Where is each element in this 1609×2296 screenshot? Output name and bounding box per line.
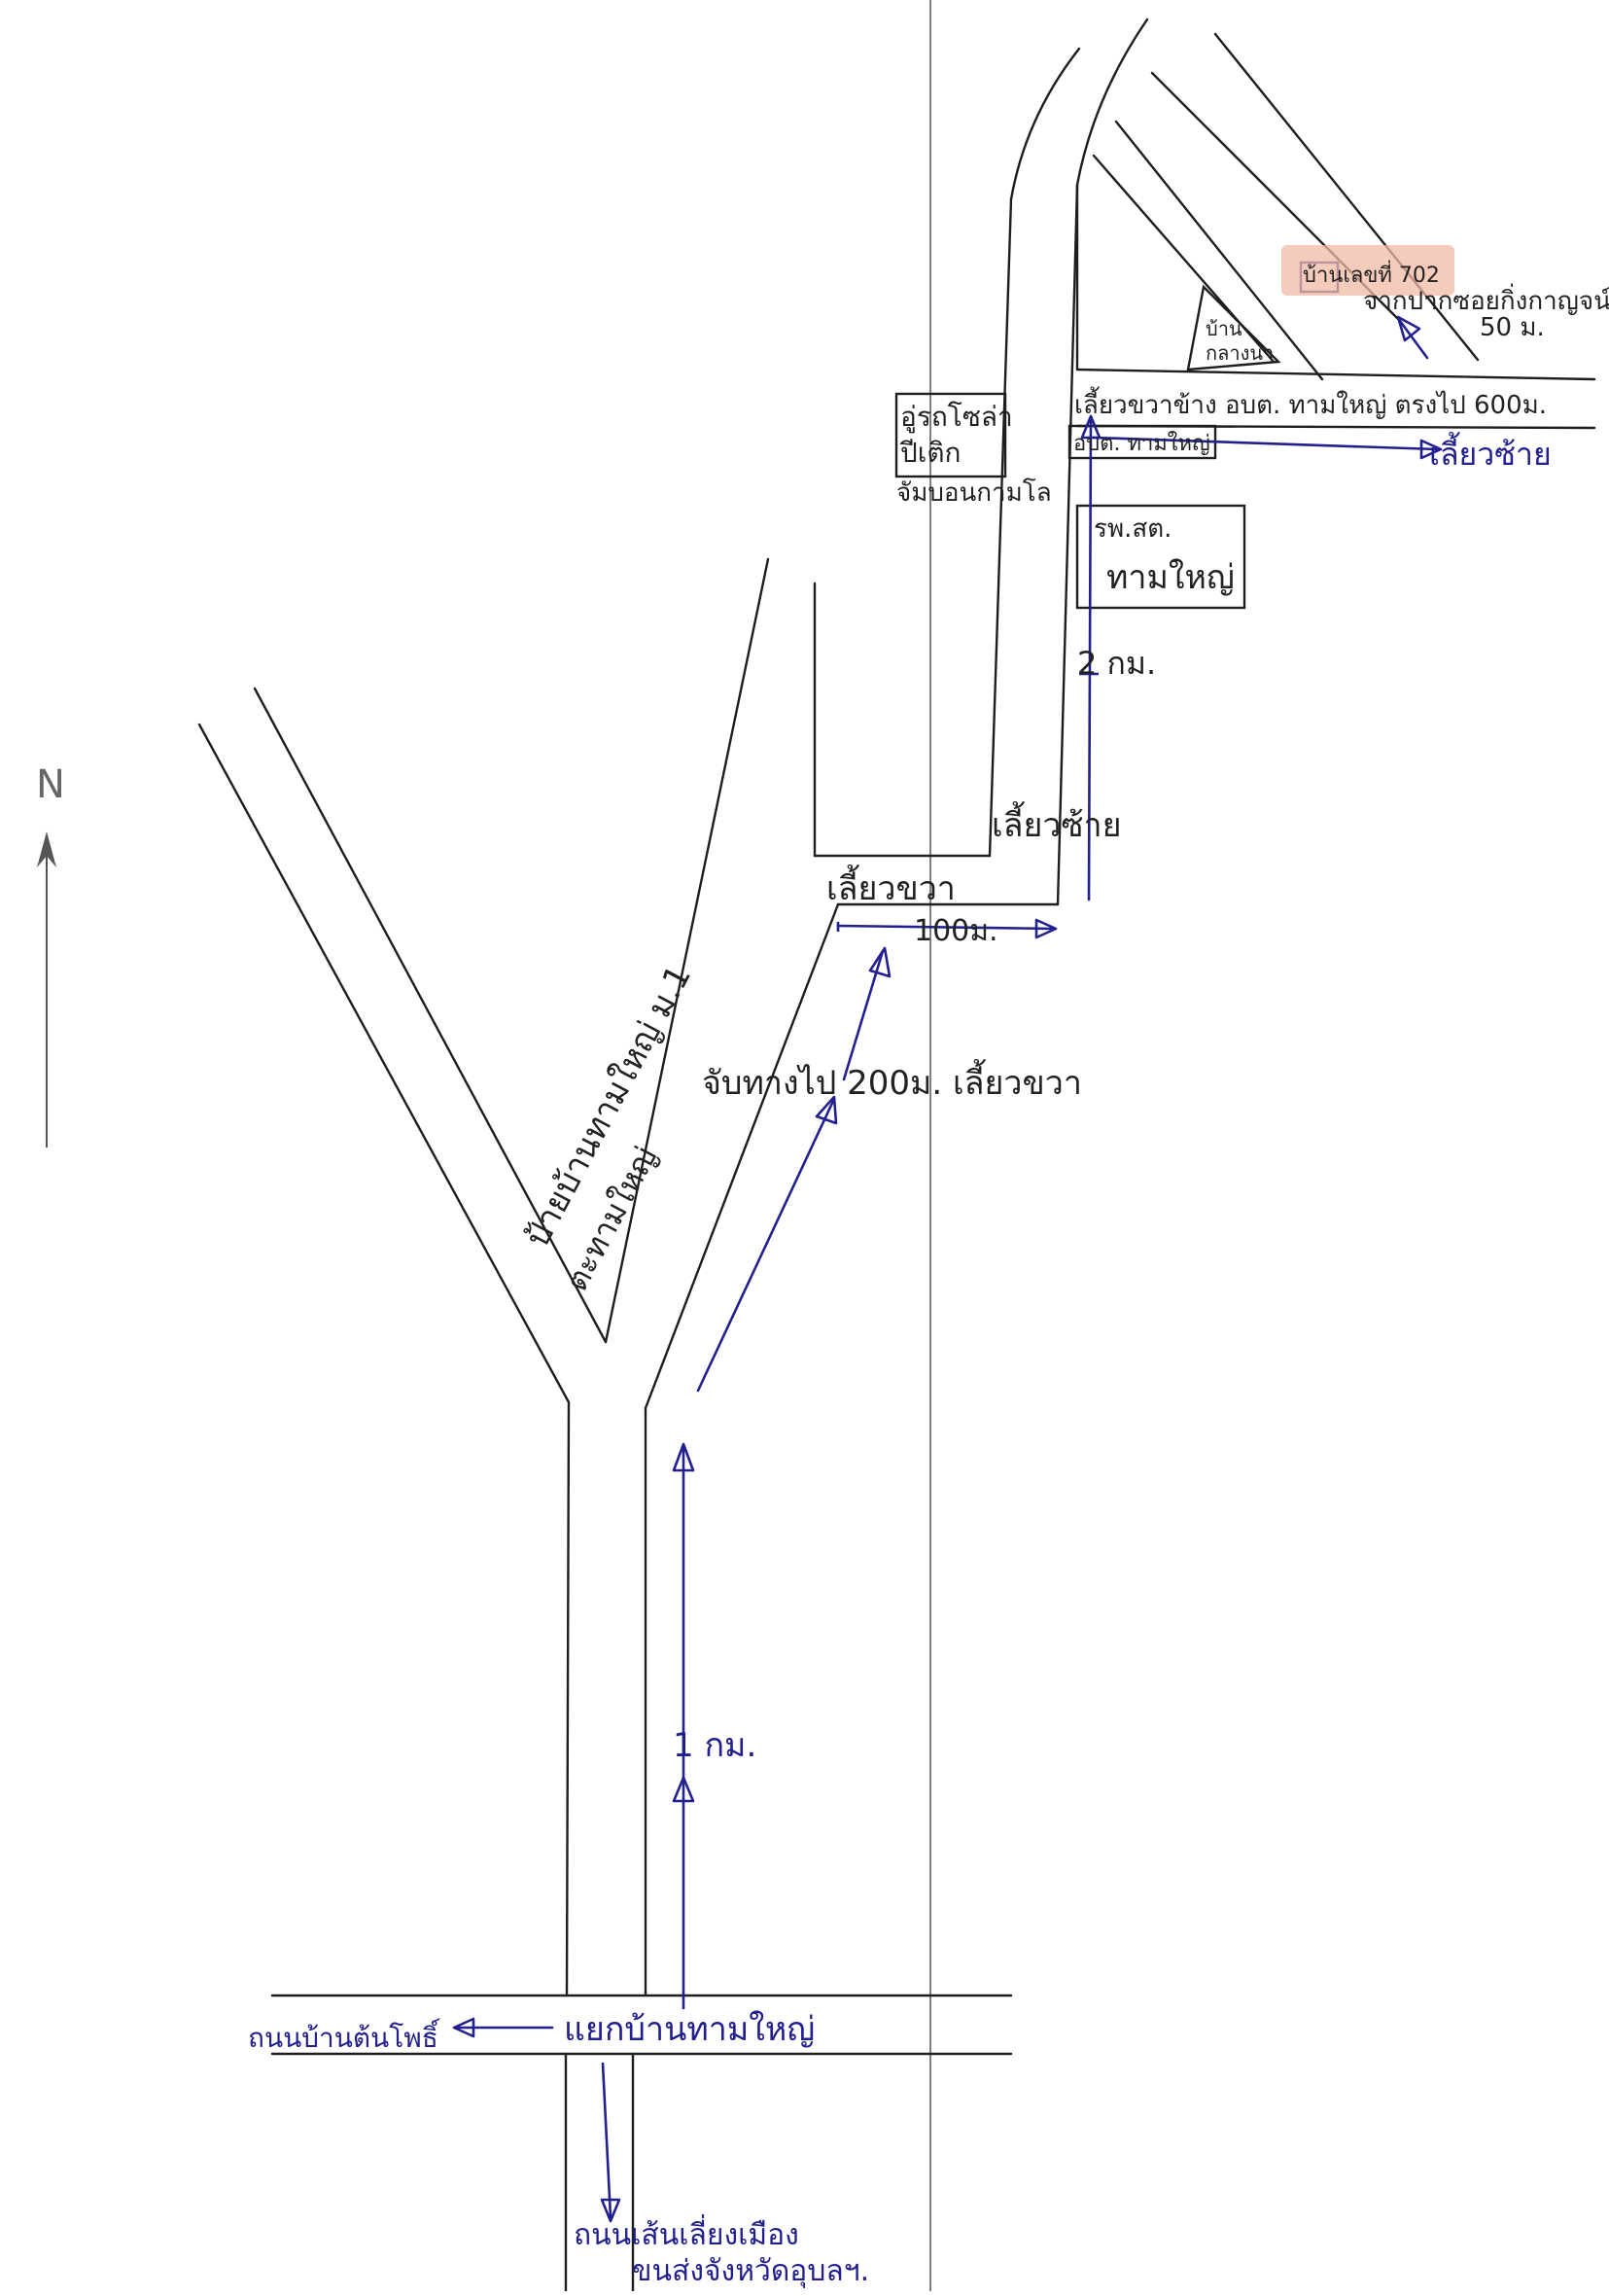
east-road-top-edge bbox=[1075, 368, 1596, 381]
left-fork-inner-edge bbox=[253, 687, 608, 1344]
bypass-label-line1: ถนนเส้นเลี่ยงเมือง bbox=[574, 2214, 799, 2252]
route-up-fork bbox=[696, 1097, 836, 1393]
shop-box bbox=[894, 392, 1007, 478]
right-fork-edge bbox=[644, 902, 840, 1410]
route-up-fork-2 bbox=[842, 949, 885, 1081]
hospital-box bbox=[1075, 504, 1246, 610]
target-house-label: บ้านเลขที่ 702 bbox=[1303, 260, 1440, 288]
road-network bbox=[197, 18, 1596, 2293]
target-note-line1: จากปากซอยกิ่งกาญจน์ bbox=[1363, 283, 1609, 316]
shop-label-line1: อู่รถโซล่า bbox=[900, 401, 1013, 434]
continue-straight-label: จับทางไป 200ม. เลี้ยวขวา bbox=[702, 1059, 1082, 1103]
shop-label-line3: จัมบอนกามโล bbox=[896, 477, 1052, 508]
north-arrow-head bbox=[37, 831, 56, 867]
arrowhead-bypass bbox=[600, 2198, 621, 2223]
north-label: N bbox=[36, 762, 65, 807]
route-east-office bbox=[1092, 436, 1439, 451]
bypass-label-line2: ขนส่งจังหวัดอุบลฯ. bbox=[632, 2254, 869, 2289]
route-target-pointer bbox=[1398, 319, 1429, 360]
ban-tam-pho-label: ถนนบ้านต้นโพธิ์ bbox=[248, 2018, 440, 2054]
junction-name-label: แยกบ้านทามใหญ่ bbox=[564, 2010, 815, 2049]
turn-right-at-office-label: เลี้ยวขวาข้าง อบต. ทามใหญ่ ตรงไป 600ม. bbox=[1074, 386, 1547, 420]
turn-right-label: เลี้ยวขวา bbox=[826, 865, 956, 908]
arrowhead-target bbox=[1396, 315, 1421, 342]
north-road-left-edge bbox=[988, 197, 1013, 858]
route-to-bypass bbox=[601, 2062, 612, 2219]
stem-left-edge bbox=[565, 1400, 571, 1997]
north-road-left-curve bbox=[1009, 47, 1081, 201]
one-km-label: 1 กม. bbox=[673, 1726, 756, 1765]
house-triangle bbox=[1186, 284, 1281, 371]
route-up-2km bbox=[1087, 416, 1093, 901]
office-sign-label: อบต. ทามใหญ่ bbox=[1073, 431, 1210, 456]
arrowhead-2km bbox=[1080, 414, 1102, 440]
shop-label-line2: ปีเติก bbox=[899, 437, 961, 469]
two-km-label: 2 กม. bbox=[1077, 645, 1156, 682]
arrowhead-fork-1 bbox=[815, 1095, 838, 1125]
arrowhead-fork-2 bbox=[868, 946, 892, 978]
arrowhead-office bbox=[1419, 439, 1443, 460]
hospital-label-line2: ทามใหญ่ bbox=[1106, 558, 1235, 597]
fork-inner-edge bbox=[604, 557, 770, 1344]
route-east-100m bbox=[836, 924, 1055, 931]
target-note-line2: 50 ม. bbox=[1480, 313, 1545, 342]
arrowhead-ban-tam-pho bbox=[452, 2017, 475, 2038]
house-label-line1: บ้าน bbox=[1206, 317, 1242, 340]
north-road-right-edge bbox=[1056, 183, 1079, 906]
turn-left-label-2: เลี้ยวซ้าย bbox=[1429, 432, 1552, 473]
soi-right-edge-b bbox=[1213, 32, 1480, 362]
hundred-m-label: 100ม. bbox=[914, 914, 998, 948]
arrowhead-east-100m bbox=[1034, 918, 1058, 939]
north-arrow: N bbox=[36, 762, 65, 1148]
hospital-label-line1: รพ.สต. bbox=[1094, 514, 1172, 544]
left-fork-outer-edge bbox=[197, 723, 571, 1404]
map-labels: แยกบ้านทามใหญ่ ถนนบ้านต้นโพธิ์ ถนนเส้นเล… bbox=[248, 260, 1609, 2289]
route-arrows bbox=[455, 319, 1439, 2219]
target-highlight bbox=[1281, 245, 1454, 296]
north-road-right-curve bbox=[1075, 18, 1149, 187]
house-label-line2: กลางนา bbox=[1206, 341, 1274, 365]
soi-middle-edge bbox=[1114, 120, 1324, 381]
route-arrowheads bbox=[452, 315, 1443, 2223]
arrowhead-up-2 bbox=[672, 1776, 695, 1803]
arrowhead-up-1 bbox=[672, 1442, 695, 1472]
turn-left-label-1: เลี้ยวซ้าย bbox=[992, 801, 1122, 845]
